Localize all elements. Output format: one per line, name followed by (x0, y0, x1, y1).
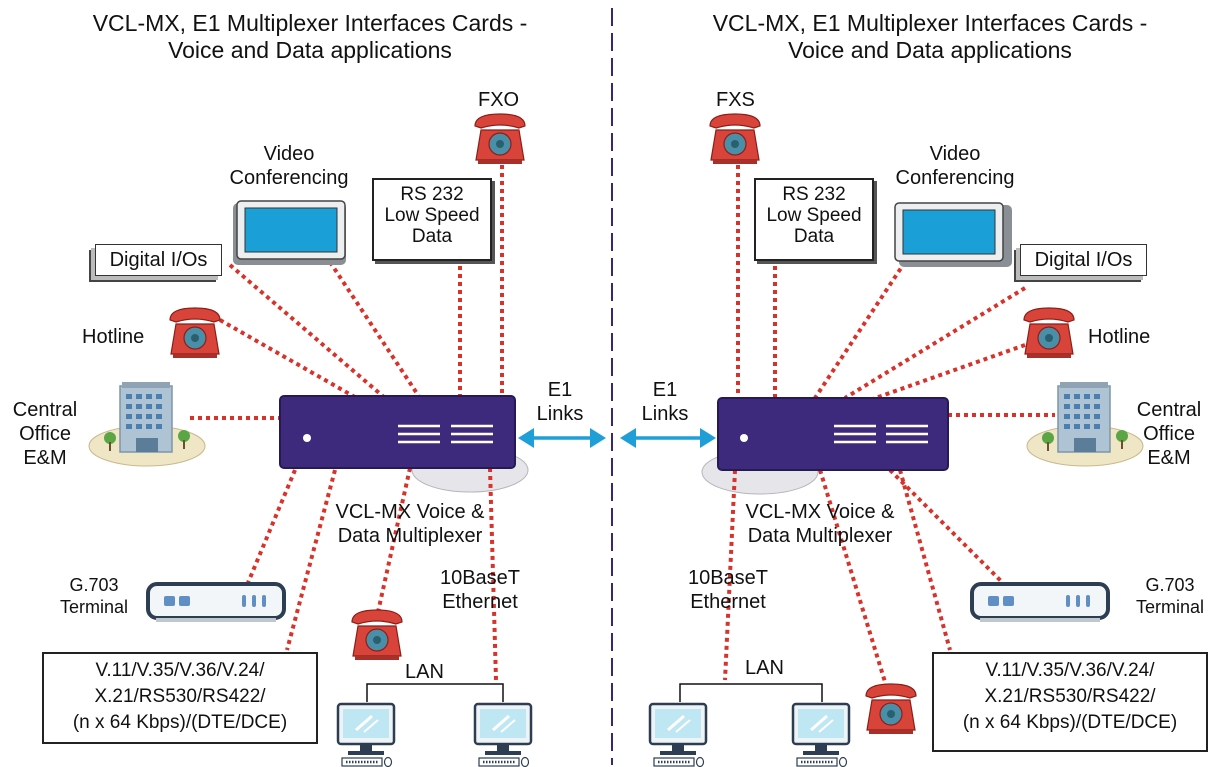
left-multiplexer (279, 395, 516, 469)
right-rs232-box: RS 232 Low Speed Data (754, 178, 874, 261)
e1-arrows (518, 428, 716, 448)
left-g703-label: G.703 Terminal (59, 575, 129, 617)
fxs-label: FXS (716, 89, 755, 111)
left-digital-ios-box: Digital I/Os (95, 244, 222, 276)
left-rs232-box: RS 232 Low Speed Data (372, 178, 492, 261)
right-digital-ios-box: Digital I/Os (1020, 244, 1147, 276)
left-g703-terminal-icon (146, 582, 286, 624)
left-ethernet-label: 10BaseT Ethernet (439, 567, 521, 613)
left-lan-line (366, 683, 504, 702)
right-lan-line (679, 683, 823, 702)
left-video-monitor (233, 200, 346, 265)
left-lan-pc-2-icon (473, 702, 533, 767)
left-lan-phone-icon (351, 609, 403, 661)
right-g703-label: G.703 Terminal (1135, 575, 1205, 617)
right-phone-icon (865, 683, 917, 735)
right-multiplexer-label: VCL-MX Voice & Data Multiplexer (745, 501, 895, 547)
left-video-conferencing-label: Video Conferencing (229, 143, 349, 189)
right-lan-label: LAN (745, 657, 784, 679)
right-title: VCL-MX, E1 Multiplexer Interfaces Cards … (712, 10, 1148, 63)
left-central-office-label: Central Office E&M (12, 399, 78, 469)
fxs-phone-icon (709, 113, 761, 165)
left-lan-label: LAN (405, 661, 444, 683)
left-central-office-building-icon (88, 381, 206, 467)
left-interfaces-box: V.11/V.35/V.36/V.24/ X.21/RS530/RS422/ (… (42, 652, 318, 744)
right-interfaces-box: V.11/V.35/V.36/V.24/ X.21/RS530/RS422/ (… (932, 652, 1208, 752)
right-central-office-building-icon (1026, 381, 1144, 467)
right-lan-pc-1-icon (648, 702, 708, 767)
fxo-label: FXO (478, 89, 520, 111)
right-links (723, 165, 1055, 683)
right-video-monitor (894, 202, 1012, 267)
left-hotline-label: Hotline (82, 326, 145, 348)
right-central-office-label: Central Office E&M (1136, 399, 1202, 469)
right-hotline-phone-icon (1023, 307, 1075, 359)
left-hotline-phone-icon (169, 307, 221, 359)
right-video-conferencing-label: Video Conferencing (895, 143, 1015, 189)
fxo-phone-icon (474, 113, 526, 165)
left-links (190, 165, 504, 681)
left-title: VCL-MX, E1 Multiplexer Interfaces Cards … (92, 10, 528, 63)
right-g703-terminal-icon (970, 582, 1110, 624)
right-hotline-label: Hotline (1088, 326, 1151, 348)
right-lan-pc-2-icon (791, 702, 851, 767)
right-e1-links-label: E1 Links (641, 379, 689, 425)
left-e1-links-label: E1 Links (536, 379, 584, 425)
right-ethernet-label: 10BaseT Ethernet (687, 567, 769, 613)
left-multiplexer-label: VCL-MX Voice & Data Multiplexer (335, 501, 485, 547)
left-lan-pc-1-icon (336, 702, 396, 767)
right-multiplexer (717, 397, 949, 471)
